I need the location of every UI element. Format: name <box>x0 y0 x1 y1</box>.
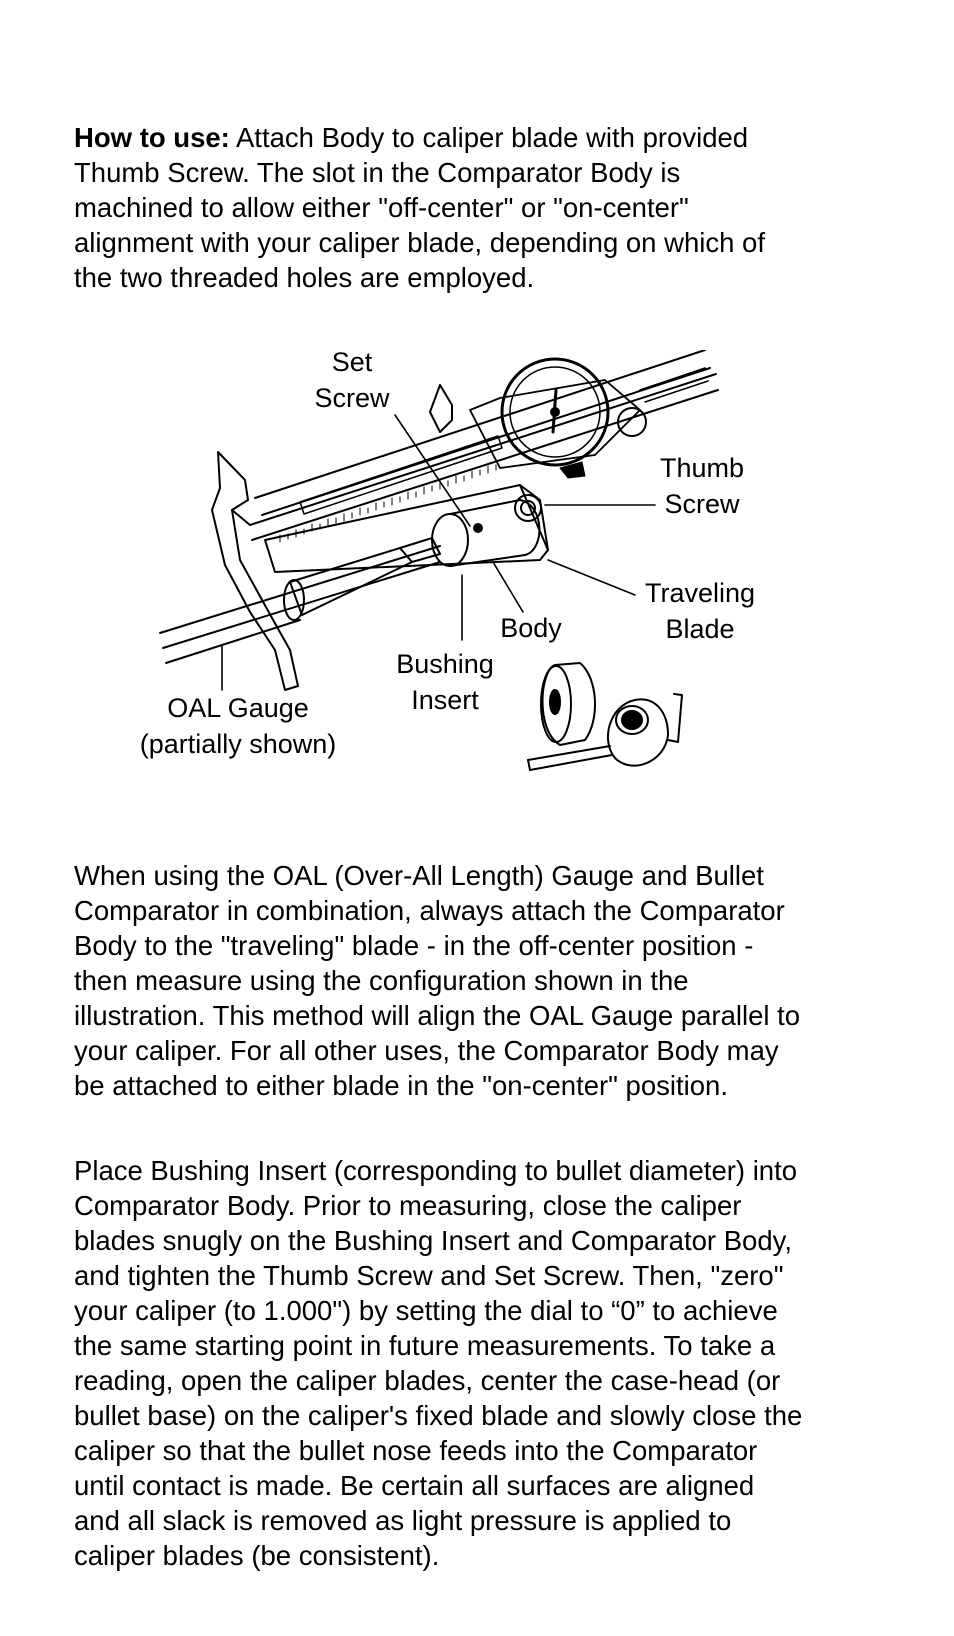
para2-line-4: then measure using the configuration sho… <box>74 965 689 996</box>
intro-line-2: Thumb Screw. The slot in the Comparator … <box>74 157 681 188</box>
para3-line-7: reading, open the caliper blades, center… <box>74 1365 781 1396</box>
para3-line-8: bullet base) on the caliper's fixed blad… <box>74 1400 803 1431</box>
para3-line-6: the same starting point in future measur… <box>74 1330 776 1361</box>
para2-line-5: illustration. This method will align the… <box>74 1000 801 1031</box>
fixed-jaw <box>211 384 453 691</box>
para3-line-4: and tighten the Thumb Screw and Set Scre… <box>74 1260 784 1291</box>
para2-line-3: Body to the "traveling" blade - in the o… <box>74 930 754 961</box>
para3-line-3: blades snugly on the Bushing Insert and … <box>74 1225 792 1256</box>
para3-line-1: Place Bushing Insert (corresponding to b… <box>74 1155 798 1186</box>
label-oal-gauge-line-2: (partially shown) <box>139 729 337 759</box>
label-body: Body <box>494 610 568 646</box>
spare-bushing-and-hex-key <box>527 662 683 771</box>
label-bushing-insert-line-2: Insert <box>411 685 479 715</box>
comparator-body <box>431 494 542 567</box>
intro-line-1: How to use: Attach Body to caliper blade… <box>74 120 904 155</box>
label-thumb-screw-line-2: Screw <box>664 489 740 519</box>
label-set-screw-line-2: Screw <box>314 383 390 413</box>
label-set-screw: Set Screw <box>306 344 398 416</box>
label-traveling-blade-line-2: Blade <box>665 614 735 644</box>
label-thumb-screw-line-1: Thumb <box>659 453 745 483</box>
caliper-illustration: Set Screw Thumb Screw Traveling Blade Bo… <box>0 347 954 820</box>
label-bushing-insert: Bushing Insert <box>390 646 500 718</box>
measuring-instructions-paragraph: Place Bushing Insert (corresponding to b… <box>74 1153 904 1573</box>
intro-line-4: alignment with your caliper blade, depen… <box>74 227 765 258</box>
label-traveling-blade-line-1: Traveling <box>644 578 756 608</box>
label-thumb-screw: Thumb Screw <box>654 450 750 522</box>
label-set-screw-line-1: Set <box>331 347 373 377</box>
para2-line-1: When using the OAL (Over-All Length) Gau… <box>74 860 764 891</box>
label-bushing-insert-line-1: Bushing <box>396 649 494 679</box>
oal-gauge-tube <box>159 537 441 664</box>
intro-line-5: the two threaded holes are employed. <box>74 262 535 293</box>
label-oal-gauge-line-1: OAL Gauge <box>167 693 309 723</box>
para3-line-12: caliper blades (be consistent). <box>74 1540 440 1571</box>
intro-line-3: machined to allow either "off-center" or… <box>74 192 689 223</box>
oal-usage-paragraph: When using the OAL (Over-All Length) Gau… <box>74 858 904 1103</box>
label-traveling-blade: Traveling Blade <box>638 575 762 647</box>
dial-gauge <box>469 357 647 479</box>
caliper-drawing <box>159 349 719 771</box>
para2-line-2: Comparator in combination, always attach… <box>74 895 785 926</box>
intro-paragraph: How to use: Attach Body to caliper blade… <box>74 120 904 295</box>
para2-line-6: your caliper. For all other uses, the Co… <box>74 1035 779 1066</box>
intro-lead: How to use: <box>74 122 230 153</box>
intro-line-1-text: Attach Body to caliper blade with provid… <box>229 122 749 153</box>
para3-line-11: and all slack is removed as light pressu… <box>74 1505 732 1536</box>
label-oal-gauge: OAL Gauge (partially shown) <box>132 690 344 762</box>
para3-line-10: until contact is made. Be certain all su… <box>74 1470 755 1501</box>
leader-lines <box>221 414 656 691</box>
label-body-line-1: Body <box>500 613 562 643</box>
para2-line-7: be attached to either blade in the "on-c… <box>74 1070 728 1101</box>
para3-line-5: your caliper (to 1.000") by setting the … <box>74 1295 778 1326</box>
caliper-beam <box>249 349 719 543</box>
para3-line-9: caliper so that the bullet nose feeds in… <box>74 1435 758 1466</box>
para3-line-2: Comparator Body. Prior to measuring, clo… <box>74 1190 742 1221</box>
traveling-blade <box>264 484 549 573</box>
